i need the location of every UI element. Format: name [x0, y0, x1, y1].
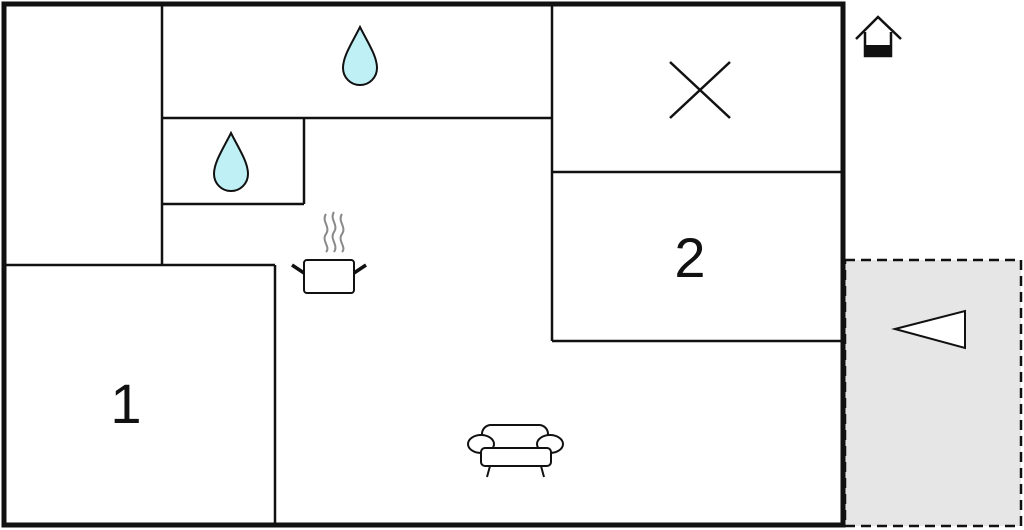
- terrace-area: [843, 258, 1023, 528]
- water-drop-icon: [212, 130, 250, 192]
- water-drop-icon: [341, 24, 379, 86]
- house-floor-icon: [855, 15, 902, 58]
- cooking-pot-icon: [291, 211, 367, 294]
- room-label-1: 1: [110, 372, 141, 435]
- entrance-arrow-icon: [891, 309, 966, 350]
- interior-walls: [4, 4, 843, 525]
- cross-icon: [669, 61, 731, 119]
- sofa-icon: [467, 424, 564, 478]
- room-label-2: 2: [674, 226, 705, 289]
